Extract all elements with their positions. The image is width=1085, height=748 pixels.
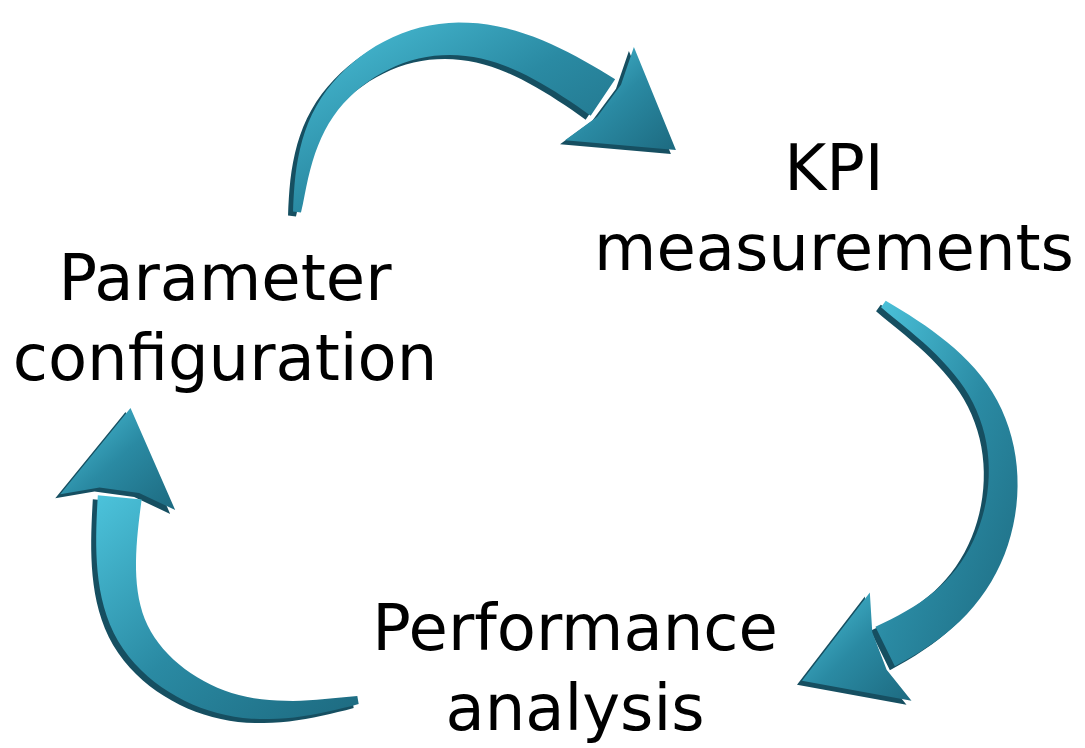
arrow-face [802,593,911,701]
arrow-face [293,23,615,213]
step-label: Performance analysis [360,588,790,748]
arrow-face [96,495,358,719]
curved-arrow [55,408,358,723]
arrow-face [875,301,1017,666]
arrow-face [565,47,676,150]
cycle-step: Performance analysis [360,588,790,748]
step-label: KPI measurements [587,128,1081,288]
curved-arrow [797,301,1018,705]
step-label: Parameter configuration [0,238,450,398]
arrow-face [60,408,175,510]
curved-arrow [288,23,676,217]
cycle-step: KPI measurements [587,128,1081,288]
cycle-step: Parameter configuration [0,238,450,398]
